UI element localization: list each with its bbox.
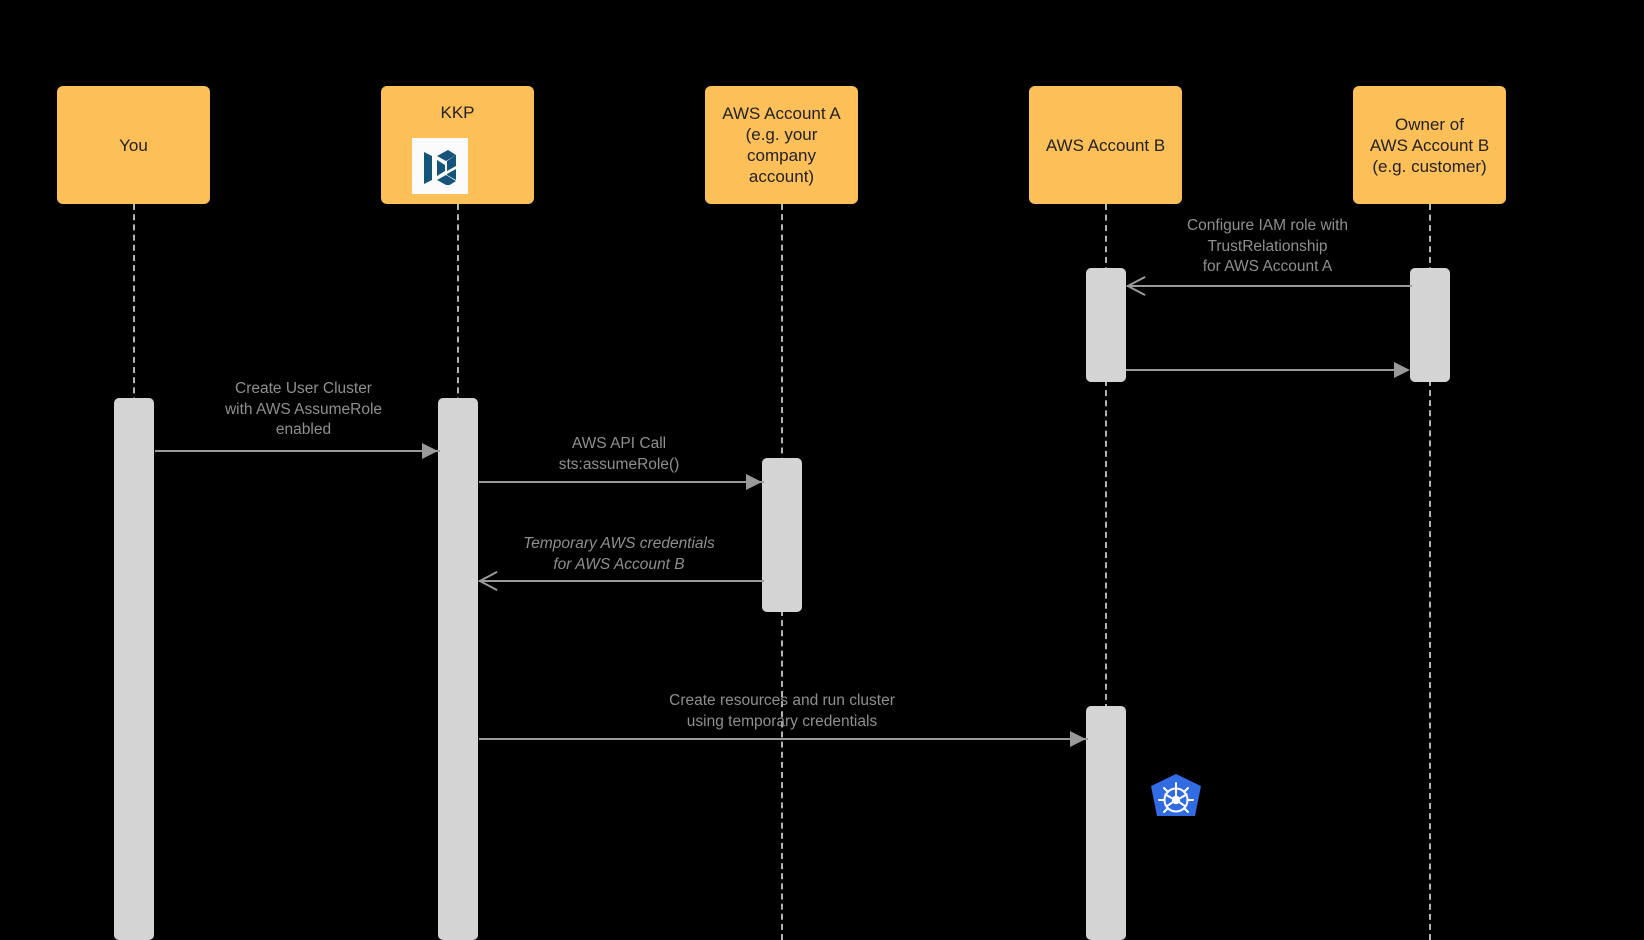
message-arrowhead-create-user-cluster xyxy=(422,443,438,459)
lifeline-account-a xyxy=(781,204,783,484)
activation-owner-b xyxy=(1410,268,1450,382)
activation-kkp xyxy=(438,398,478,940)
message-arrowhead-configure-iam-role xyxy=(1126,276,1146,296)
message-line-configure-iam-role xyxy=(1127,285,1412,287)
message-line-temporary-credentials xyxy=(479,580,764,582)
participant-aws-account-b[interactable]: AWS Account B xyxy=(1029,86,1182,204)
participant-kkp[interactable]: KKP xyxy=(381,86,534,204)
participant-you[interactable]: You xyxy=(57,86,210,204)
lifeline-you xyxy=(133,204,135,424)
message-arrowhead-iam-role-ack xyxy=(1394,362,1410,378)
activation-you xyxy=(114,398,154,940)
message-label-temporary-credentials: Temporary AWS credentials for AWS Accoun… xyxy=(523,535,715,573)
participant-owner-aws-account-b[interactable]: Owner of AWS Account B (e.g. customer) xyxy=(1353,86,1506,204)
message-arrowhead-temporary-credentials xyxy=(478,571,498,591)
participant-label-you: You xyxy=(119,135,148,155)
activation-account-b-2 xyxy=(1086,706,1126,940)
lifeline-account-b xyxy=(1105,204,1107,284)
message-label-aws-api-call: AWS API Call sts:assumeRole() xyxy=(558,435,680,473)
kubernetes-logo xyxy=(1148,772,1204,834)
lifeline-account-b-mid xyxy=(1105,380,1107,710)
participant-label-aws-account-a: AWS Account A (e.g. your company account… xyxy=(722,104,841,186)
participant-label-kkp: KKP xyxy=(440,103,475,122)
activation-account-b-1 xyxy=(1086,268,1126,382)
participant-aws-account-a[interactable]: AWS Account A (e.g. your company account… xyxy=(705,86,858,204)
kkp-logo xyxy=(412,138,468,194)
message-label-create-resources: Create resources and run cluster using t… xyxy=(669,692,895,730)
message-line-iam-role-ack xyxy=(1126,369,1396,371)
lifeline-owner-b xyxy=(1429,204,1431,284)
activation-account-a xyxy=(762,458,802,612)
lifeline-kkp xyxy=(457,204,459,424)
kkp-logo-mark xyxy=(424,150,456,185)
message-label-configure-iam-role: Configure IAM role with TrustRelationshi… xyxy=(1186,217,1349,275)
message-arrowhead-aws-api-call xyxy=(746,474,762,490)
lifeline-owner-b-lower xyxy=(1429,380,1431,940)
message-label-create-user-cluster: Create User Cluster with AWS AssumeRole … xyxy=(224,380,383,438)
participant-label-owner-aws-account-b: Owner of AWS Account B (e.g. customer) xyxy=(1369,114,1490,176)
message-arrowhead-create-resources xyxy=(1070,731,1086,747)
kubernetes-logo-mark xyxy=(1151,774,1201,816)
participant-label-aws-account-b: AWS Account B xyxy=(1045,135,1166,155)
message-line-create-resources xyxy=(479,738,1088,740)
lifeline-account-a-mid xyxy=(781,610,783,940)
message-line-aws-api-call xyxy=(479,481,764,483)
message-line-create-user-cluster xyxy=(155,450,440,452)
